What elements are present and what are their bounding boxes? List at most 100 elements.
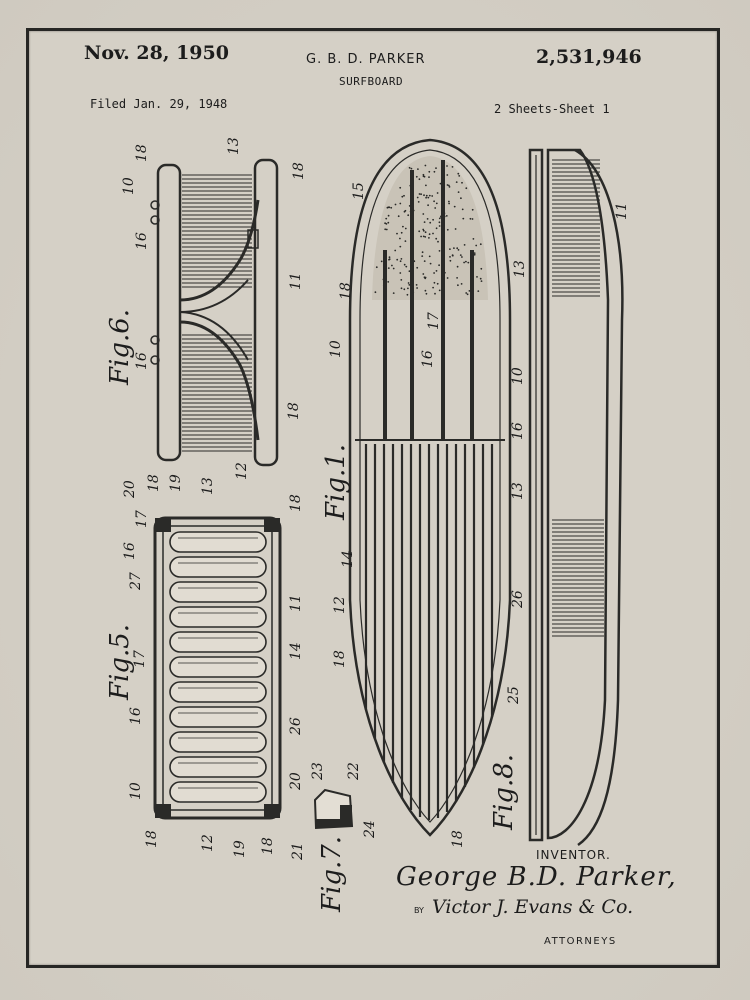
speckle <box>404 227 407 230</box>
ref-numeral: 16 <box>134 352 150 370</box>
speckle <box>433 272 435 274</box>
ref-numeral: 25 <box>506 686 522 705</box>
fig8-label: Fig.8. <box>489 754 519 831</box>
inventor-signature: George B.D. Parker, <box>396 862 677 892</box>
speckle <box>408 270 411 273</box>
ref-numeral: 13 <box>512 260 528 278</box>
speckle <box>384 222 386 225</box>
ref-numeral: 16 <box>122 542 138 560</box>
speckle <box>423 221 426 224</box>
speckle <box>472 238 475 240</box>
speckle <box>457 172 460 175</box>
speckle <box>438 289 441 292</box>
speckle <box>435 237 438 240</box>
speckle <box>480 280 483 282</box>
speckle <box>475 244 478 247</box>
speckle <box>455 181 458 184</box>
speckle <box>449 248 451 251</box>
speckle <box>399 186 402 189</box>
speckle <box>406 293 409 296</box>
speckle <box>408 284 411 286</box>
speckle <box>396 258 399 261</box>
ref-numeral: 12 <box>234 462 250 480</box>
speckle <box>400 231 403 234</box>
speckle <box>453 247 455 250</box>
speckle <box>469 217 472 220</box>
speckle <box>435 202 438 205</box>
speckle <box>425 292 428 295</box>
figure-6-drawing <box>150 158 279 467</box>
sheet-count: 2 Sheets-Sheet 1 <box>494 102 610 116</box>
fig7-label: Fig.7. <box>317 836 347 913</box>
speckle <box>424 231 427 234</box>
speckle <box>404 240 407 243</box>
speckle <box>415 284 418 286</box>
speckle <box>451 166 454 168</box>
speckle <box>422 213 425 215</box>
figure-5-drawing <box>153 516 282 820</box>
speckle <box>421 251 424 254</box>
speckle <box>418 193 421 195</box>
fig6-refs: 10 18 13 18 16 11 16 18 12 <box>121 137 307 480</box>
ref-numeral: 16 <box>420 350 436 368</box>
ref-numeral: 18 <box>260 837 276 855</box>
speckle <box>451 254 454 256</box>
speckle <box>417 168 419 171</box>
speckle <box>392 267 395 270</box>
ref-numeral: 22 <box>346 762 362 781</box>
speckle <box>402 225 404 228</box>
speckle <box>477 290 480 292</box>
speckle <box>457 191 460 194</box>
speckle <box>423 194 425 197</box>
speckle <box>471 218 474 220</box>
ref-numeral: 16 <box>510 422 526 440</box>
tube <box>169 781 267 803</box>
ref-numeral: 17 <box>132 650 148 668</box>
speckle <box>387 267 390 269</box>
speckle <box>454 228 457 230</box>
speckle <box>407 287 409 290</box>
speckle <box>461 181 463 184</box>
speckle <box>479 277 482 280</box>
speckle <box>431 195 434 197</box>
speckle <box>435 270 438 272</box>
speckle <box>461 208 464 211</box>
ref-numeral: 15 <box>351 182 367 200</box>
tube <box>169 631 267 653</box>
ref-numeral: 18 <box>286 402 302 420</box>
speckle <box>410 167 413 170</box>
speckle <box>449 259 452 262</box>
speckle <box>458 175 461 177</box>
speckle <box>459 254 462 256</box>
speckle <box>473 252 476 255</box>
speckle <box>432 232 434 235</box>
speckle <box>457 284 459 287</box>
fig1-stripes <box>364 444 494 820</box>
tube <box>169 556 267 578</box>
speckle <box>403 194 405 197</box>
speckle <box>446 184 449 186</box>
speckle <box>421 255 424 257</box>
speckle <box>428 255 431 258</box>
ref-numeral: 17 <box>426 312 442 330</box>
speckle <box>392 292 395 294</box>
speckle <box>428 233 431 236</box>
speckle <box>399 237 401 240</box>
inventor-name-header: G. B. D. PARKER <box>306 52 426 67</box>
speckle <box>448 200 450 203</box>
ref-numeral: 18 <box>144 830 160 848</box>
ref-numeral: 18 <box>332 650 348 668</box>
ref-numeral: 11 <box>288 594 304 612</box>
speckle <box>388 256 391 259</box>
ref-numeral: 18 <box>450 830 466 848</box>
ref-numeral: 19 <box>232 840 248 858</box>
speckle <box>467 261 470 264</box>
ref-numeral: 18 <box>338 282 354 300</box>
speckle <box>465 292 468 294</box>
tube <box>169 606 267 628</box>
speckle <box>387 214 390 217</box>
ref-numeral: 27 <box>128 572 144 591</box>
speckle <box>422 273 425 275</box>
speckle <box>436 192 439 194</box>
fig6-hatch-top <box>182 174 252 288</box>
